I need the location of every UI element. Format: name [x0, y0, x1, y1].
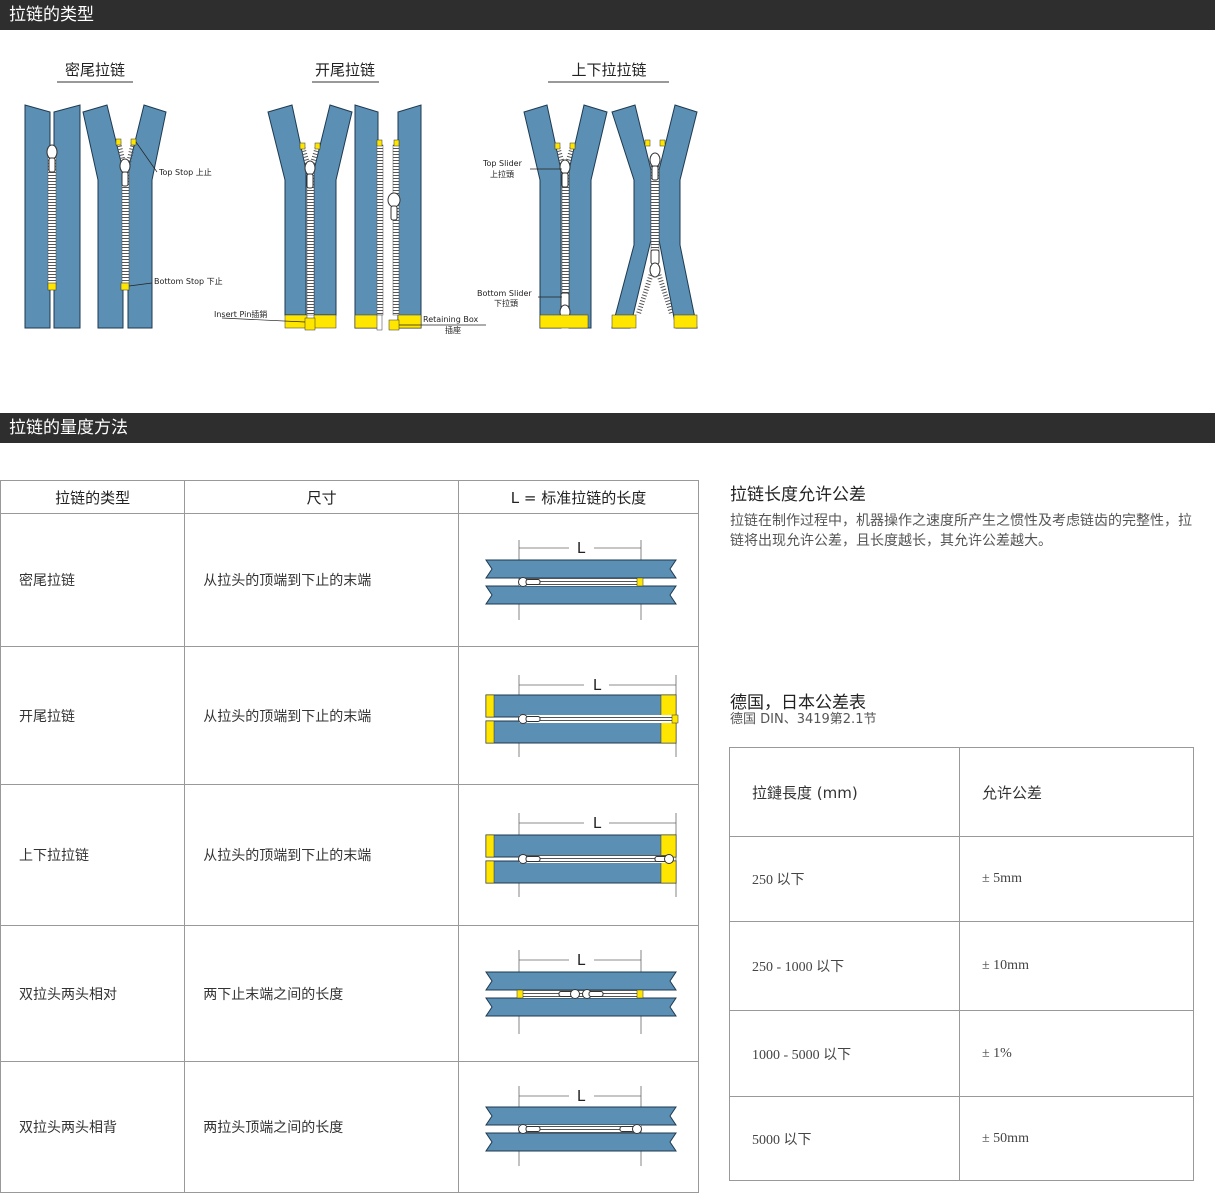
- caption-open-end: 开尾拉链: [315, 61, 375, 79]
- tolerance-length: 1000 - 5000 以下: [729, 1010, 960, 1097]
- open-end-zipper-separated: Retaining Box 插座: [354, 104, 486, 335]
- length-marker: L: [593, 676, 602, 694]
- tolerance-table-title: 德国，日本公差表: [730, 693, 866, 713]
- length-marker: L: [577, 951, 586, 969]
- tolerance-value: ± 10mm: [959, 921, 1194, 1011]
- header-type: 拉链的类型: [0, 480, 186, 514]
- table-row: 密尾拉链 从拉头的顶端到下止的末端 L: [0, 513, 700, 647]
- tolerance-text: 拉链在制作过程中，机器操作之速度所产生之惯性及考虑链齿的完整性，拉链将出现允许公…: [730, 513, 1192, 549]
- closed-end-zipper-closed: [24, 104, 81, 329]
- table-row: 250 - 1000 以下 ± 10mm: [729, 921, 1194, 1011]
- tolerance-length: 5000 以下: [729, 1096, 960, 1181]
- table-row: 1000 - 5000 以下 ± 1%: [729, 1010, 1194, 1097]
- row-type: 密尾拉链: [0, 513, 186, 647]
- tolerance-length: 250 以下: [729, 836, 960, 922]
- tolerance-table: 拉鏈長度 (mm) 允许公差 250 以下 ± 5mm 250 - 1000 以…: [729, 747, 1194, 1181]
- label-bottom-stop: Bottom Stop 下止: [154, 276, 223, 286]
- double-slider-back-length-diagram: L: [485, 1086, 677, 1166]
- section-title-measurement: 拉链的量度方法: [0, 413, 1215, 443]
- section-title-zipper-types: 拉链的类型: [0, 0, 1215, 30]
- header-size: 尺寸: [184, 480, 459, 514]
- table-row: 5000 以下 ± 50mm: [729, 1096, 1194, 1181]
- label-bottom-slider: Bottom Slider: [477, 289, 532, 298]
- row-diagram: L: [457, 513, 700, 647]
- two-way-zipper-both-open: [611, 104, 698, 329]
- row-size: 两下止末端之间的长度: [184, 925, 459, 1062]
- table-row: 开尾拉链 从拉头的顶端到下止的末端 L: [0, 646, 700, 785]
- label-top-slider-cn: 上拉頭: [490, 169, 514, 179]
- tolerance-header-allowance: 允许公差: [959, 747, 1194, 837]
- row-diagram: L: [457, 1061, 700, 1193]
- table-row: 250 以下 ± 5mm: [729, 836, 1194, 922]
- row-size: 从拉头的顶端到下止的末端: [184, 513, 459, 647]
- row-type: 上下拉拉链: [0, 784, 186, 926]
- header-length: L = 标准拉链的长度: [457, 480, 700, 514]
- tolerance-title: 拉链长度允许公差: [730, 485, 866, 505]
- open-end-zipper-open: Insert Pin插銷: [214, 104, 353, 331]
- measurement-table: 拉链的类型 尺寸 L = 标准拉链的长度 密尾拉链 从拉头的顶端到下止的末端 L…: [0, 480, 700, 1193]
- table-row: 上下拉拉链 从拉头的顶端到下止的末端 L: [0, 784, 700, 926]
- tolerance-value: ± 5mm: [959, 836, 1194, 922]
- label-retaining-box: Retaining Box: [423, 315, 479, 324]
- row-size: 从拉头的顶端到下止的末端: [184, 784, 459, 926]
- row-type: 双拉头两头相对: [0, 925, 186, 1062]
- length-marker: L: [577, 1087, 586, 1105]
- open-end-length-diagram: L: [485, 675, 679, 757]
- double-slider-facing-length-diagram: L: [485, 950, 677, 1034]
- table-row: 双拉头两头相背 两拉头顶端之间的长度 L: [0, 1061, 700, 1193]
- row-diagram: L: [457, 646, 700, 785]
- length-marker: L: [593, 814, 602, 832]
- zipper-types-diagram: 密尾拉链 开尾拉链 上下拉拉链 Top Stop 上止 Bottom Stop …: [24, 61, 698, 335]
- caption-two-way: 上下拉拉链: [571, 61, 646, 79]
- two-way-length-diagram: L: [485, 813, 677, 897]
- table-header-row: 拉链的类型 尺寸 L = 标准拉链的长度: [0, 480, 700, 514]
- table-row: 双拉头两头相对 两下止末端之间的长度 L: [0, 925, 700, 1062]
- tolerance-table-subtitle: 德国 DIN、3419第2.1节: [730, 712, 877, 727]
- row-size: 两拉头顶端之间的长度: [184, 1061, 459, 1193]
- tolerance-value: ± 1%: [959, 1010, 1194, 1097]
- caption-closed-end: 密尾拉链: [65, 61, 125, 79]
- closed-end-length-diagram: L: [485, 539, 677, 620]
- tolerance-value: ± 50mm: [959, 1096, 1194, 1181]
- length-marker: L: [577, 539, 586, 557]
- label-bottom-slider-cn: 下拉頭: [494, 298, 518, 308]
- tolerance-header-row: 拉鏈長度 (mm) 允许公差: [729, 747, 1194, 837]
- row-type: 开尾拉链: [0, 646, 186, 785]
- row-diagram: L: [457, 925, 700, 1062]
- tolerance-header-length: 拉鏈長度 (mm): [729, 747, 960, 837]
- label-insert-pin: Insert Pin插銷: [214, 309, 267, 319]
- two-way-zipper-top-open: Top Slider 上拉頭 Bottom Slider 下拉頭: [477, 104, 608, 329]
- row-diagram: L: [457, 784, 700, 926]
- label-top-stop: Top Stop 上止: [158, 167, 212, 177]
- closed-end-zipper-open: Top Stop 上止 Bottom Stop 下止: [82, 104, 223, 329]
- label-top-slider: Top Slider: [482, 159, 523, 168]
- label-retaining-box-cn: 插座: [445, 325, 461, 335]
- row-type: 双拉头两头相背: [0, 1061, 186, 1193]
- row-size: 从拉头的顶端到下止的末端: [184, 646, 459, 785]
- tolerance-length: 250 - 1000 以下: [729, 921, 960, 1011]
